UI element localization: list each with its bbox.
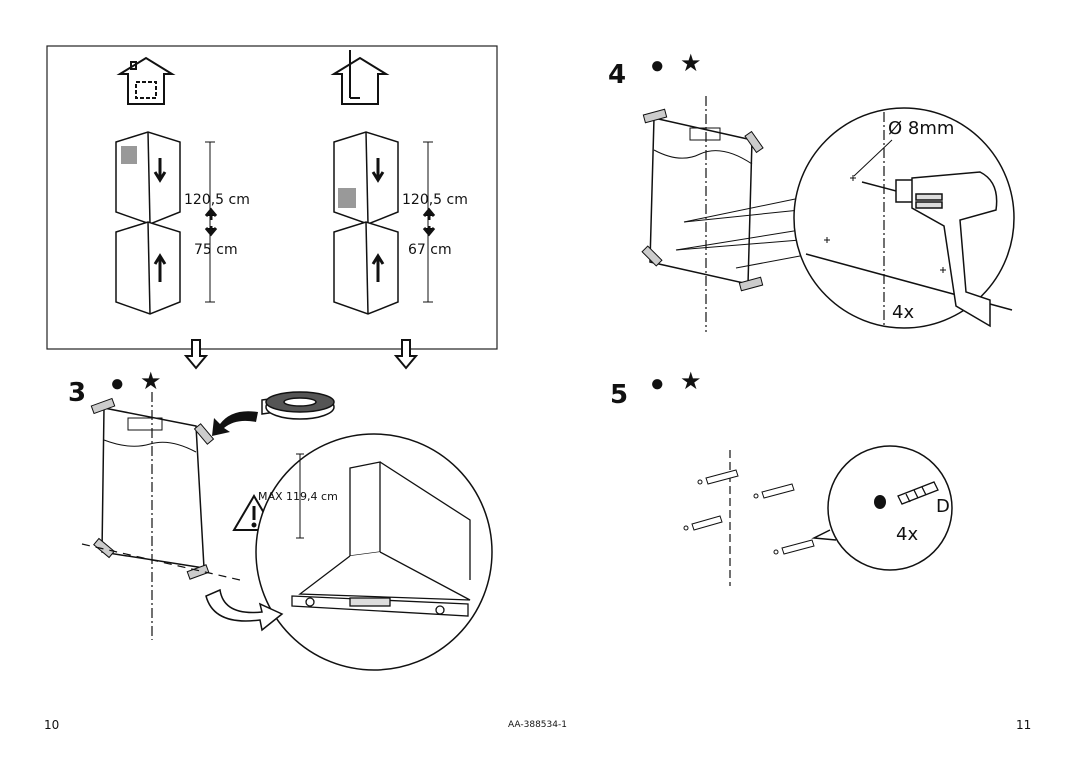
plug-type-label: D — [936, 496, 950, 517]
curved-arrow-hood — [205, 588, 284, 632]
house-recirculation-icon — [116, 56, 176, 105]
curved-arrow-tape — [212, 411, 258, 436]
max-dimension-line — [296, 453, 304, 539]
house-extraction-icon — [330, 50, 390, 105]
page-number-right: 11 — [1016, 718, 1032, 732]
document-code: AA-388534-1 — [508, 720, 567, 730]
drill-size-label: Ø 8mm — [888, 118, 955, 139]
down-arrow-left — [183, 339, 209, 370]
dimension-line-right — [422, 141, 436, 303]
drill-icon — [861, 171, 998, 328]
star-icon: ★ — [680, 368, 702, 395]
max-height-label: MAX 119,4 cm — [258, 490, 338, 503]
detail-wall-plug — [897, 481, 939, 505]
step5-detail-circle — [827, 445, 953, 571]
page-number-left: 10 — [44, 718, 60, 732]
step3-template-sheet — [101, 407, 205, 569]
star-icon: ★ — [680, 50, 702, 77]
step4-count-label: 4x — [892, 302, 915, 323]
chimney-lower-left — [115, 221, 181, 315]
step5-callout-tail — [811, 529, 837, 541]
step5-count-label: 4x — [896, 524, 919, 545]
chimney-upper-right — [333, 131, 399, 225]
step4-number: 4 — [608, 60, 627, 90]
step4-detail-circle — [793, 107, 1015, 329]
step3-number: 3 — [68, 378, 87, 408]
dot-icon: ● — [110, 370, 125, 397]
plug-hole — [874, 495, 886, 509]
chimney-upper-left — [115, 131, 181, 225]
dot-icon: ● — [650, 52, 665, 79]
dimension-line-left — [204, 141, 218, 303]
step4-template-sheet — [649, 117, 753, 285]
step4-tape-pieces — [641, 108, 764, 292]
upper-length-label-left: 120,5 cm — [184, 192, 250, 208]
wall-plug-icons — [683, 469, 815, 555]
step4-pointer-lines — [675, 197, 801, 269]
step5-number: 5 — [610, 380, 629, 410]
lower-length-label-right: 67 cm — [408, 242, 452, 258]
tape-roll-icon — [261, 391, 335, 420]
star-icon: ★ — [140, 368, 162, 395]
drill-hole-marks — [824, 175, 946, 273]
drill-label-leader — [853, 139, 893, 177]
down-arrow-right — [393, 339, 419, 370]
upper-length-label-right: 120,5 cm — [402, 192, 468, 208]
hood-detail — [291, 461, 471, 617]
step3-tape-pieces — [90, 397, 215, 580]
chimney-lower-right — [333, 221, 399, 315]
lower-length-label-left: 75 cm — [194, 242, 238, 258]
dot-icon: ● — [650, 370, 665, 397]
